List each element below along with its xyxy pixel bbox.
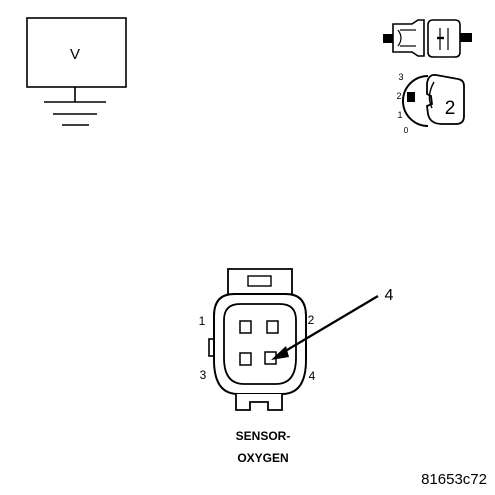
callout-number: 4 — [385, 287, 394, 304]
ground-symbol-icon — [44, 87, 106, 126]
connector-plug-icon — [383, 19, 472, 58]
ignition-key-icon — [402, 74, 465, 127]
connector-face — [223, 303, 297, 385]
voltmeter-box — [26, 17, 127, 88]
key-position-0: 0 — [404, 126, 409, 135]
pin-number-1: 1 — [199, 314, 206, 328]
voltmeter: V — [26, 17, 127, 126]
pin-number-2: 2 — [308, 313, 315, 327]
connector-label-line1: SENSOR- — [236, 429, 291, 443]
figure-id: 81653c72 — [421, 471, 487, 488]
key-selected-position: 2 — [445, 98, 456, 119]
key-position-2: 2 — [396, 91, 401, 101]
voltmeter-symbol: V — [70, 46, 80, 63]
key-position-3: 3 — [398, 72, 403, 82]
key-position-1: 1 — [397, 110, 402, 120]
callout-arrow-icon — [271, 295, 379, 360]
pin-number-4: 4 — [309, 369, 316, 383]
pin-number-3: 3 — [200, 368, 207, 382]
connector-label-line2: OXYGEN — [237, 451, 288, 465]
terminal-cavity-2 — [266, 320, 279, 334]
oxygen-sensor-connector — [208, 268, 307, 411]
terminal-cavity-3 — [239, 352, 252, 366]
connector-bottom-lock — [235, 394, 283, 411]
terminal-cavity-1 — [239, 320, 252, 334]
